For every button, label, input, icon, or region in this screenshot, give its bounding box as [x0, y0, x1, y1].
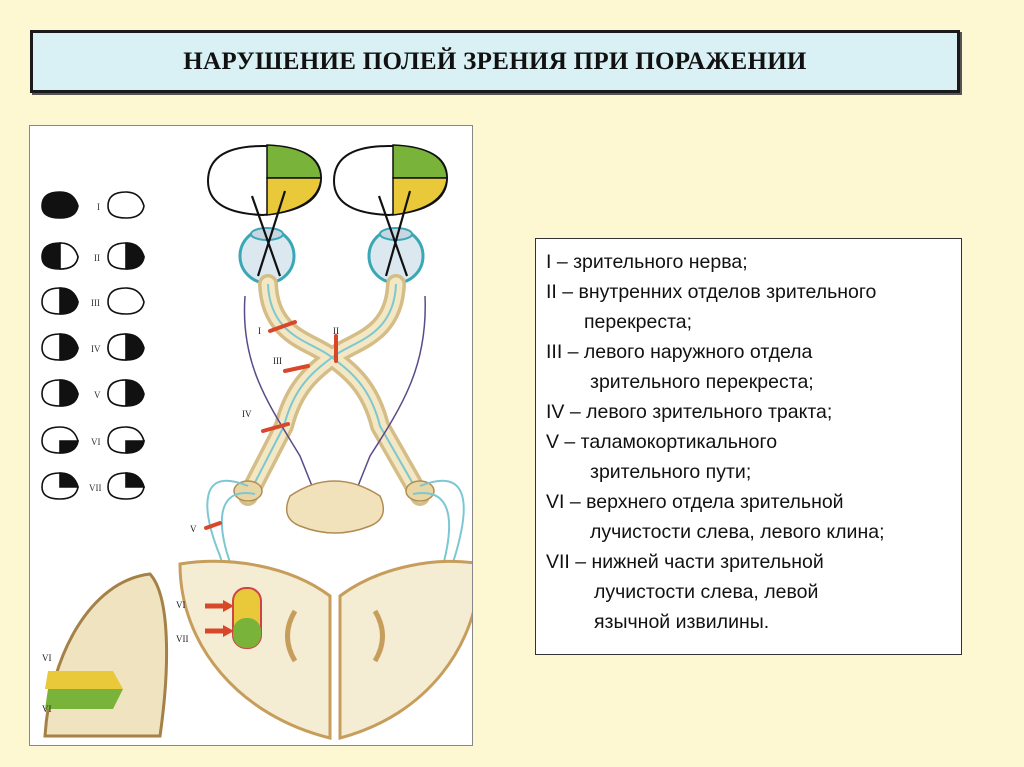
- legend-text: VI – верхнего отдела зрительной: [546, 487, 951, 517]
- legend-text-cont: зрительного пути;: [546, 457, 951, 487]
- legend-item-2: II – внутренних отделов зрительного пере…: [546, 277, 951, 337]
- legend-panel: I – зрительного нерва; II – внутренних о…: [535, 238, 962, 655]
- lesion-label-4: IV: [242, 409, 252, 419]
- legend-text-cont: лучистости слева, левого клина;: [546, 517, 951, 547]
- legend-text: VII – нижней части зрительной: [546, 547, 951, 577]
- left-visual-field: [208, 145, 321, 215]
- lesion-label-2: II: [333, 326, 339, 336]
- legend-item-1: I – зрительного нерва;: [546, 247, 951, 277]
- lesion-label-7: VII: [176, 634, 189, 644]
- legend-text-cont: лучистости слева, левой: [546, 577, 951, 607]
- row-label-2: II: [94, 253, 100, 263]
- brain-section: [180, 561, 473, 738]
- legend-item-5: V – таламокортикального зрительного пути…: [546, 427, 951, 487]
- slide-title: НАРУШЕНИЕ ПОЛЕЙ ЗРЕНИЯ ПРИ ПОРАЖЕНИИ: [183, 48, 806, 76]
- legend-text: IV – левого зрительного тракта;: [546, 397, 951, 427]
- legend-text: I – зрительного нерва;: [546, 247, 951, 277]
- lesion-label-3: III: [273, 356, 282, 366]
- visual-pathway-diagram: I II III IV V VI VII: [30, 126, 473, 746]
- row-label-5: V: [94, 390, 101, 400]
- legend-item-4: IV – левого зрительного тракта;: [546, 397, 951, 427]
- legend-item-3: III – левого наружного отдела зрительног…: [546, 337, 951, 397]
- row-label-6: VI: [91, 437, 101, 447]
- lesion-label-5: V: [190, 524, 197, 534]
- legend-text-cont: зрительного перекреста;: [546, 367, 951, 397]
- legend-text: II – внутренних отделов зрительного: [546, 277, 951, 307]
- cortex-label-lower: VI: [42, 704, 52, 714]
- legend-text-cont: язычной извилины.: [546, 607, 951, 637]
- optic-pathways: [244, 284, 425, 506]
- lesion-label-1: I: [258, 326, 261, 336]
- visual-pathway-figure: I II III IV V VI VII: [29, 125, 473, 746]
- occipital-cortex: [45, 574, 167, 736]
- lesion-label-6: VI: [176, 600, 186, 610]
- title-banner: НАРУШЕНИЕ ПОЛЕЙ ЗРЕНИЯ ПРИ ПОРАЖЕНИИ: [30, 30, 960, 93]
- row-label-3: III: [91, 298, 100, 308]
- field-right-eye-1: [108, 192, 144, 218]
- row-label-4: IV: [91, 344, 101, 354]
- row-label-7: VII: [89, 483, 102, 493]
- cortex-label-upper: VI: [42, 653, 52, 663]
- legend-text-cont: перекреста;: [546, 307, 951, 337]
- midbrain: [234, 481, 434, 533]
- legend-text: V – таламокортикального: [546, 427, 951, 457]
- legend-item-7: VII – нижней части зрительной лучистости…: [546, 547, 951, 637]
- row-label-1: I: [97, 202, 100, 212]
- right-visual-field: [334, 145, 447, 215]
- field-left-eye-1: [42, 192, 78, 218]
- legend-item-6: VI – верхнего отдела зрительной лучистос…: [546, 487, 951, 547]
- legend-text: III – левого наружного отдела: [546, 337, 951, 367]
- field-right-eye-3: [108, 288, 144, 314]
